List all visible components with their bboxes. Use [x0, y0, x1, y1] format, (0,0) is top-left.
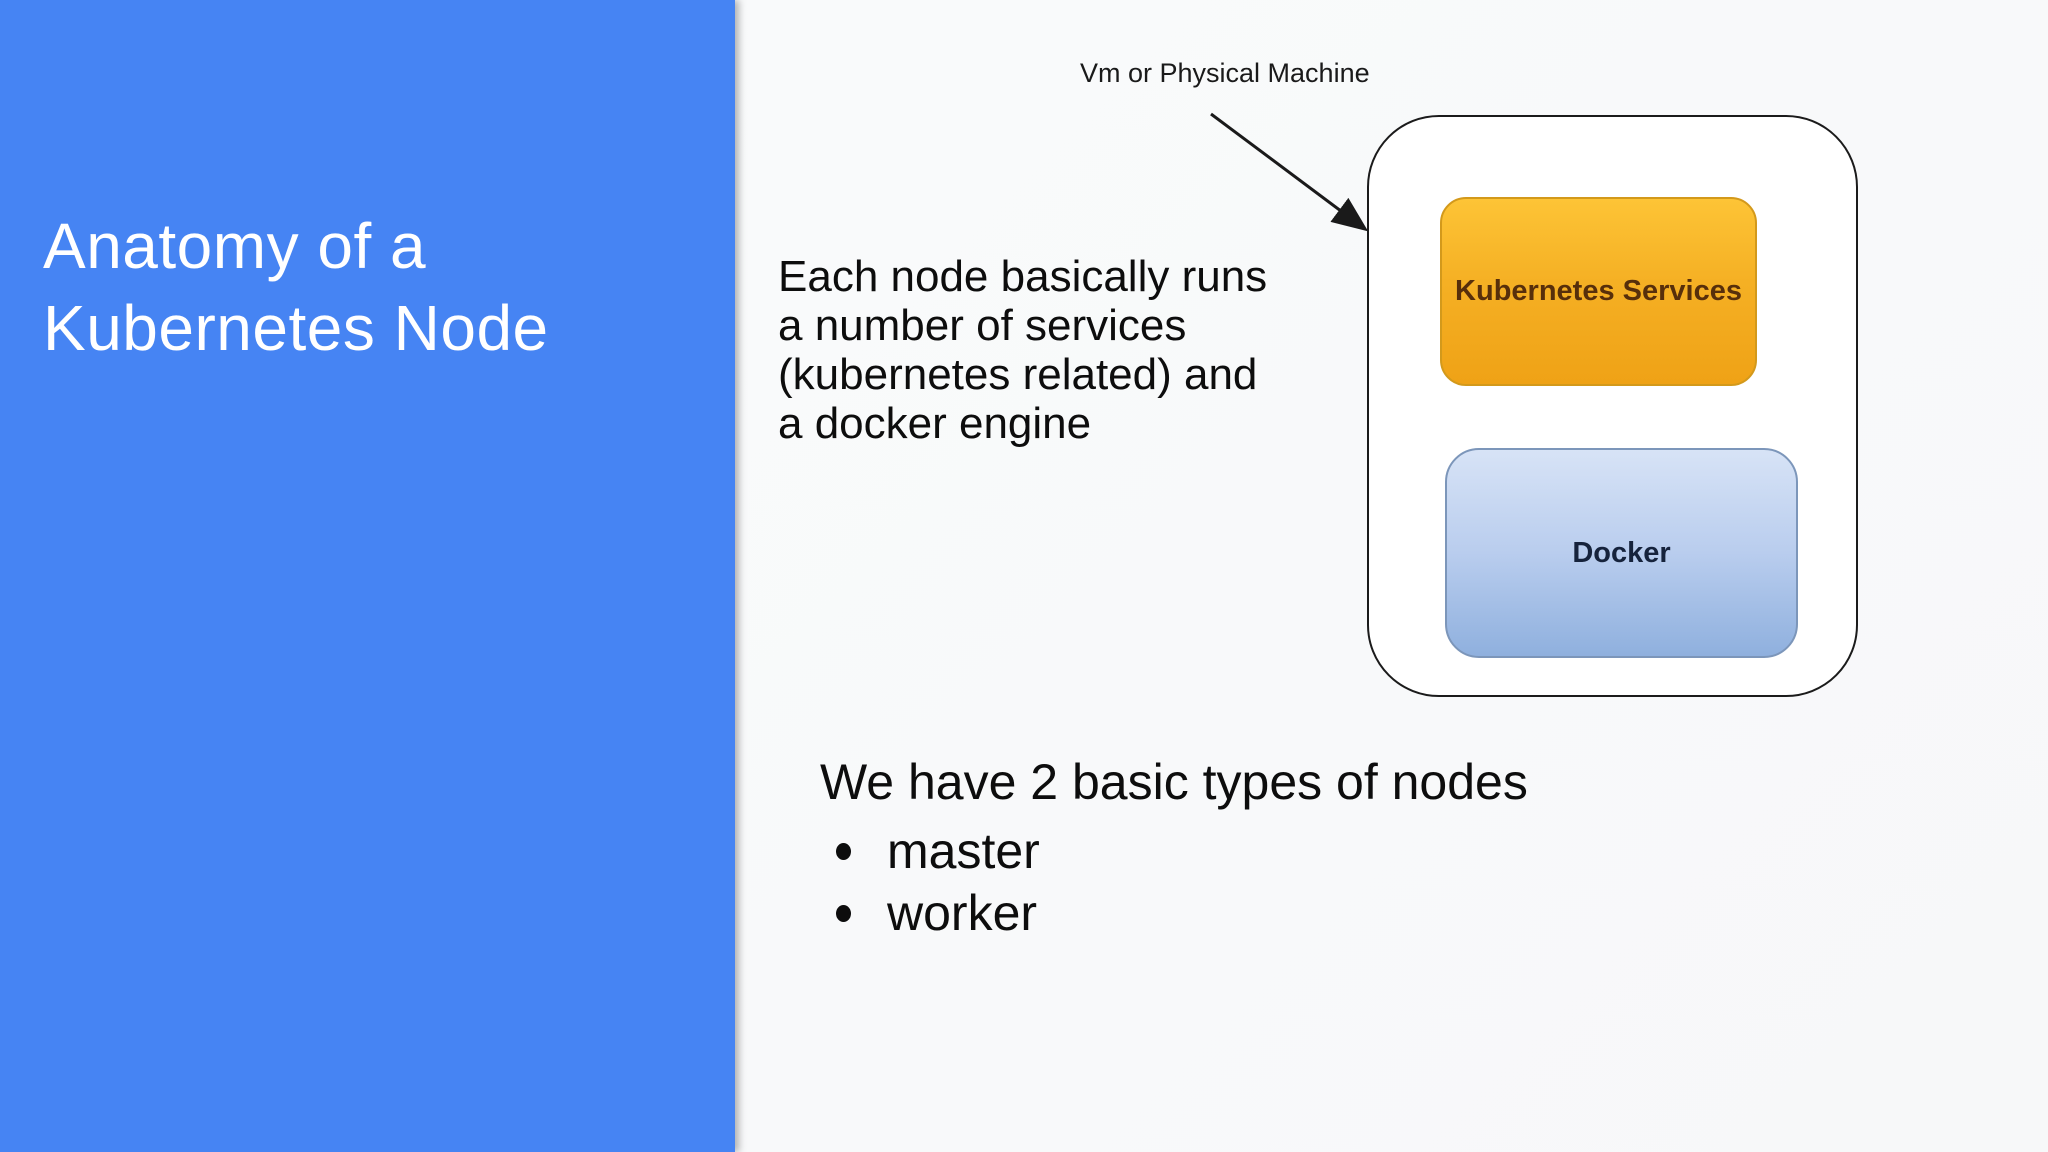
kubernetes-services-label: Kubernetes Services	[1455, 275, 1742, 307]
list-item-label: worker	[887, 885, 1038, 941]
docker-label: Docker	[1572, 536, 1671, 569]
bullet-icon	[836, 842, 851, 860]
arrow-line	[1210, 112, 1369, 232]
description-line-1: Each node basically runs	[778, 252, 1268, 301]
slide-title-line-2: Kubernetes Node	[43, 292, 549, 364]
title-panel: Anatomy of a Kubernetes Node	[0, 0, 735, 1152]
description-line-4: a docker engine	[778, 399, 1092, 448]
description-paragraph: Each node basically runs a number of ser…	[778, 252, 1267, 448]
kubernetes-services-box: Kubernetes Services	[1440, 197, 1757, 386]
description-line-2: a number of services	[778, 301, 1187, 350]
slide-title: Anatomy of a Kubernetes Node	[43, 205, 549, 369]
bullet-icon	[836, 904, 851, 922]
node-types-heading: We have 2 basic types of nodes	[820, 754, 1528, 810]
list-item: worker	[836, 882, 1528, 944]
docker-box: Docker	[1445, 448, 1798, 658]
slide-title-line-1: Anatomy of a	[43, 210, 427, 282]
arrow-connector	[1210, 112, 1369, 232]
description-line-3: (kubernetes related) and	[778, 350, 1258, 399]
list-item-label: master	[887, 823, 1040, 879]
node-types-list: master worker	[820, 820, 1528, 944]
vm-machine-label: Vm or Physical Machine	[1080, 58, 1370, 88]
list-item: master	[836, 820, 1528, 882]
node-types-section: We have 2 basic types of nodes master wo…	[820, 752, 1528, 944]
